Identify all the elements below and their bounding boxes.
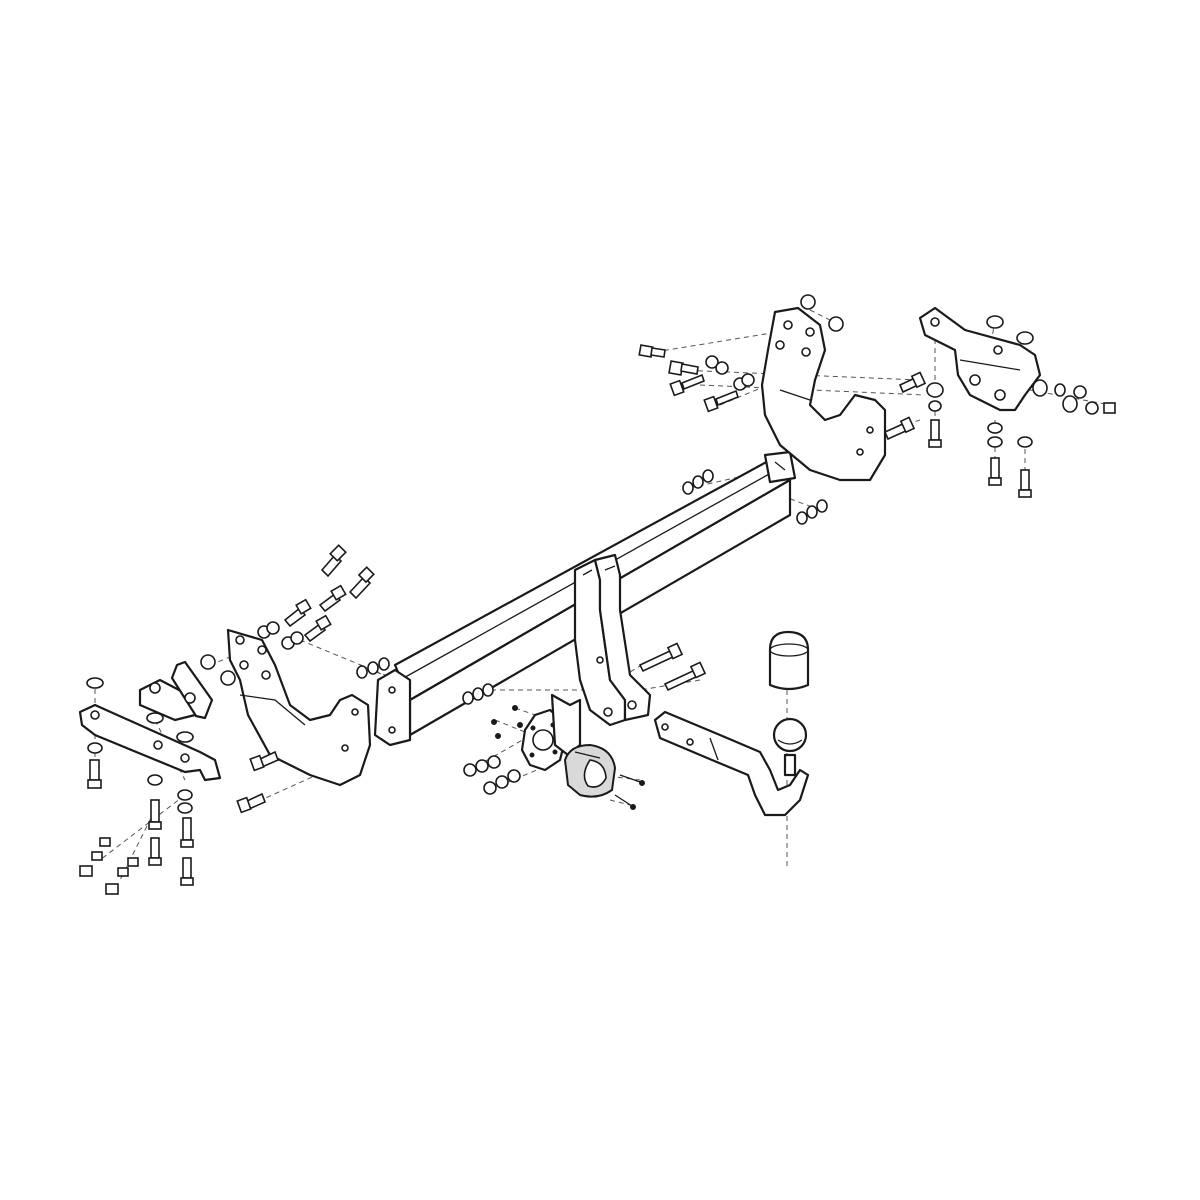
washer-icon [220,670,236,686]
bolt-icon [148,837,162,866]
nut-icon [105,883,119,895]
bolt-icon [703,389,739,413]
washer-icon [177,802,193,814]
washer-icon [177,789,193,801]
bolt-icon [318,584,347,613]
washer-icon [87,742,103,754]
washer-icon [200,654,216,670]
bolt-icon [663,661,707,692]
bolt-icon [249,750,280,772]
bolt-icon [148,799,162,830]
electrical-socket [563,743,617,798]
ball-cap [768,630,810,691]
bolt-icon [669,373,705,397]
bolt-icon [668,360,699,376]
bolt-icon [180,817,194,848]
bolt-icon [348,566,375,600]
nut-icon [1103,402,1116,414]
bolt-icon [638,642,684,673]
nut-icon [117,867,129,877]
bolt-icon [236,792,267,814]
bolt-icon [898,371,927,394]
bolt-icon [283,598,312,628]
left-spacer-blocks [138,660,214,722]
nut-icon [79,865,93,877]
bolt-icon [638,344,666,358]
left-mounting-plate [78,703,222,782]
bolts [87,344,1032,886]
tow-ball-neck [653,710,810,817]
washer-icon [147,774,163,786]
washer-icon [176,731,194,743]
bolt-icon [928,419,942,448]
bolt-icon [87,759,102,789]
washer-icon [86,677,104,689]
nuts-and-washers [79,294,1116,895]
nut-icon [99,837,111,847]
bolt-icon [180,857,194,886]
bolt-icon [320,544,347,578]
nut-icon [127,857,139,867]
center-drop-bracket [573,553,652,727]
bolt-icon [1018,469,1032,498]
nut-icon [91,851,103,861]
left-side-bracket [226,628,372,787]
right-mounting-plate [918,306,1042,412]
right-side-bracket [760,306,887,482]
bolt-icon [303,614,332,643]
bolt-icon [988,457,1002,486]
bolt-icon [883,416,916,441]
socket-plate [520,693,582,772]
washer-icon [146,712,164,724]
